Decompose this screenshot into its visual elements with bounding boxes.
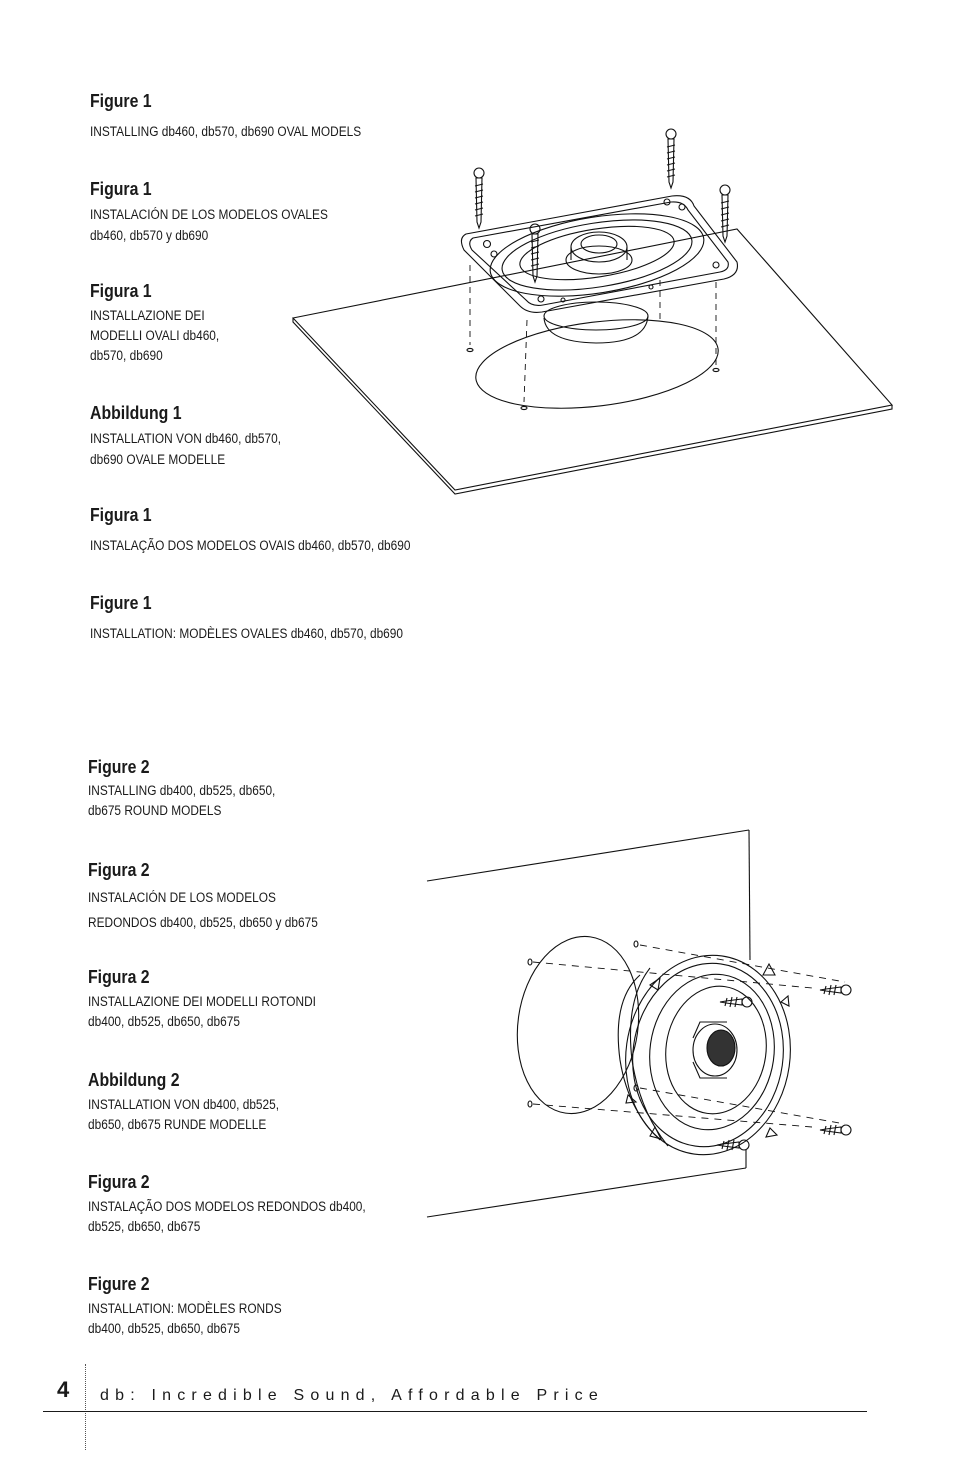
- footer-rule: [43, 1411, 867, 1412]
- footer-tagline: db: Incredible Sound, Affordable Price: [100, 1387, 604, 1404]
- caption-heading: Figure 1: [90, 593, 152, 613]
- caption-line: db400, db525, db650, db675: [88, 1321, 240, 1336]
- caption-line: INSTALLAZIONE DEI: [90, 308, 205, 323]
- screw-icon: [819, 984, 852, 996]
- caption-text: INSTALLATION VON db460, db570, db690 OVA…: [90, 428, 281, 470]
- screw-icon: [819, 1124, 852, 1136]
- caption-text: INSTALLATION: MODÈLES RONDS db400, db525…: [88, 1299, 282, 1339]
- caption-line: db525, db650, db675: [88, 1219, 201, 1234]
- footer-vertical-rule: [85, 1364, 86, 1450]
- caption-line: INSTALLATION VON db400, db525,: [88, 1097, 280, 1112]
- caption-line: INSTALACIÓN DE LOS MODELOS OVALES: [90, 207, 328, 222]
- caption-line: REDONDOS db400, db525, db650 y db675: [88, 915, 318, 930]
- screw-icon: [529, 223, 541, 284]
- caption-heading: Figure 2: [88, 757, 150, 777]
- screw-icon: [473, 167, 485, 230]
- caption-line: db650, db675 RUNDE MODELLE: [88, 1117, 267, 1132]
- caption-line: INSTALAÇÃO DOS MODELOS REDONDOS db400,: [88, 1199, 366, 1214]
- caption-heading: Figura 1: [90, 281, 152, 301]
- caption-fig2-en: Figure 2 INSTALLING db400, db525, db650,…: [88, 756, 301, 821]
- caption-heading: Figura 1: [90, 179, 152, 199]
- caption-fig1-fr: Figure 1 INSTALLATION: MODÈLES OVALES db…: [90, 592, 446, 644]
- caption-line: INSTALLAZIONE DEI MODELLI ROTONDI: [88, 994, 316, 1009]
- caption-text: INSTALLING db400, db525, db650, db675 RO…: [88, 781, 275, 821]
- caption-heading: Figura 1: [90, 505, 152, 525]
- caption-fig2-it: Figura 2 INSTALLAZIONE DEI MODELLI ROTON…: [88, 966, 347, 1032]
- caption-heading: Abbildung 2: [88, 1070, 180, 1090]
- round-speaker-installation-illustration: [426, 829, 852, 1218]
- caption-line: db400, db525, db650, db675: [88, 1014, 240, 1029]
- caption-line: INSTALLATION: MODÈLES OVALES db460, db57…: [90, 626, 404, 641]
- caption-line: INSTALLING db460, db570, db690 OVAL MODE…: [90, 124, 362, 139]
- caption-line: INSTALACIÓN DE LOS MODELOS: [88, 890, 276, 905]
- screw-icon: [665, 128, 677, 190]
- caption-fig1-es: Figura 1 INSTALACIÓN DE LOS MODELOS OVAL…: [90, 178, 360, 246]
- screw-icon: [719, 184, 731, 244]
- caption-heading: Figura 2: [88, 967, 150, 987]
- caption-line: db460, db570 y db690: [90, 228, 209, 243]
- caption-fig2-de: Abbildung 2 INSTALLATION VON db400, db52…: [88, 1069, 305, 1135]
- page-number: 4: [57, 1377, 70, 1402]
- caption-text: INSTALLAZIONE DEI MODELLI OVALI db460, d…: [90, 306, 219, 366]
- caption-fig2-fr: Figure 2 INSTALLATION: MODÈLES RONDS db4…: [88, 1273, 308, 1339]
- caption-text: INSTALAÇÃO DOS MODELOS OVAIS db460, db57…: [90, 535, 410, 556]
- caption-line: INSTALLATION: MODÈLES RONDS: [88, 1301, 282, 1316]
- screw-icon: [719, 996, 753, 1008]
- caption-heading: Figura 2: [88, 1172, 150, 1192]
- caption-heading: Abbildung 1: [90, 403, 182, 423]
- caption-fig1-de: Abbildung 1 INSTALLATION VON db460, db57…: [90, 402, 307, 470]
- caption-fig1-it: Figura 1 INSTALLAZIONE DEI MODELLI OVALI…: [90, 280, 237, 366]
- screw-icon: [716, 1139, 750, 1151]
- caption-fig1-pt: Figura 1 INSTALAÇÃO DOS MODELOS OVAIS db…: [90, 504, 454, 556]
- oval-speaker-installation-illustration: [291, 128, 894, 495]
- caption-line: INSTALLING db400, db525, db650,: [88, 783, 276, 798]
- caption-text: INSTALAÇÃO DOS MODELOS REDONDOS db400, d…: [88, 1197, 366, 1237]
- caption-fig2-pt: Figura 2 INSTALAÇÃO DOS MODELOS REDONDOS…: [88, 1171, 404, 1237]
- caption-line: INSTALLATION VON db460, db570,: [90, 431, 282, 446]
- caption-text: INSTALLAZIONE DEI MODELLI ROTONDI db400,…: [88, 992, 316, 1032]
- caption-line: db570, db690: [90, 348, 163, 363]
- caption-text: INSTALLATION VON db400, db525, db650, db…: [88, 1095, 279, 1135]
- caption-heading: Figura 2: [88, 860, 150, 880]
- caption-text: INSTALACIÓN DE LOS MODELOS REDONDOS db40…: [88, 885, 318, 935]
- caption-line: db675 ROUND MODELS: [88, 803, 222, 818]
- caption-line: db690 OVALE MODELLE: [90, 452, 226, 467]
- caption-heading: Figure 2: [88, 1274, 150, 1294]
- caption-heading: Figure 1: [90, 91, 152, 111]
- caption-text: INSTALLING db460, db570, db690 OVAL MODE…: [90, 121, 361, 142]
- caption-line: MODELLI OVALI db460,: [90, 328, 220, 343]
- caption-fig2-es: Figura 2 INSTALACIÓN DE LOS MODELOS REDO…: [88, 859, 349, 935]
- caption-text: INSTALACIÓN DE LOS MODELOS OVALES db460,…: [90, 204, 328, 246]
- caption-text: INSTALLATION: MODÈLES OVALES db460, db57…: [90, 623, 403, 644]
- caption-fig1-en: Figure 1 INSTALLING db460, db570, db690 …: [90, 90, 398, 142]
- caption-line: INSTALAÇÃO DOS MODELOS OVAIS db460, db57…: [90, 538, 411, 553]
